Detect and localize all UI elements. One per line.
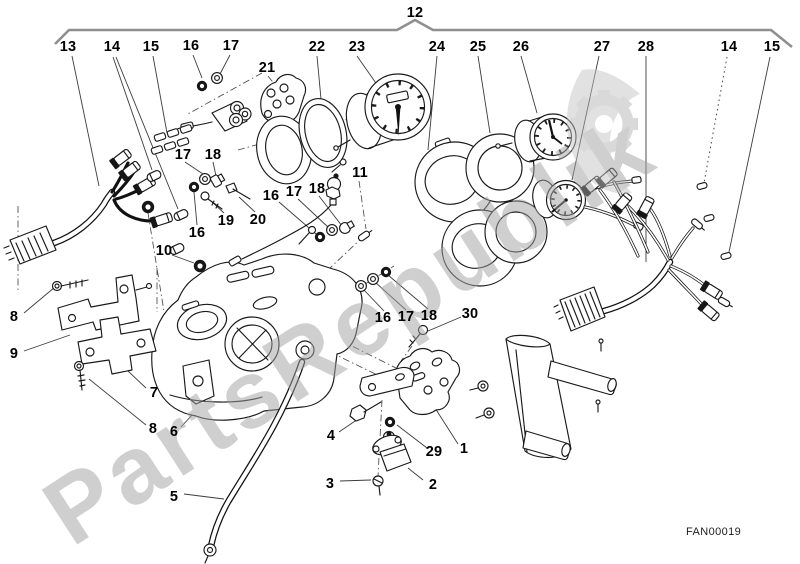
screw-3 bbox=[372, 475, 384, 496]
callout-c16b[interactable]: 16 bbox=[262, 187, 280, 204]
instrument-gasket bbox=[465, 133, 548, 264]
sensor-11 bbox=[228, 173, 342, 267]
left-wiring-harness bbox=[3, 147, 174, 265]
gauge-holder-cup bbox=[256, 115, 347, 185]
callout-c26[interactable]: 26 bbox=[512, 38, 530, 55]
callout-c21[interactable]: 21 bbox=[258, 59, 276, 76]
callout-c7[interactable]: 7 bbox=[149, 384, 159, 401]
screw-8a bbox=[51, 279, 89, 292]
callout-c18b[interactable]: 18 bbox=[204, 146, 222, 163]
callout-c15b[interactable]: 15 bbox=[763, 38, 781, 55]
callout-c16a[interactable]: 16 bbox=[182, 37, 200, 54]
callout-c23[interactable]: 23 bbox=[348, 38, 366, 55]
callout-c19[interactable]: 19 bbox=[217, 212, 235, 229]
part-code: FAN00019 bbox=[686, 526, 742, 538]
speedometer-cable bbox=[203, 358, 306, 564]
temperature-gauge bbox=[532, 176, 644, 231]
bolt-4 bbox=[349, 401, 382, 422]
callout-c11[interactable]: 11 bbox=[352, 164, 368, 181]
mount-bracket-7 bbox=[77, 316, 157, 375]
callout-c24[interactable]: 24 bbox=[428, 38, 446, 55]
left-connector bbox=[3, 225, 57, 265]
callout-c17c[interactable]: 17 bbox=[285, 183, 303, 200]
callout-c13[interactable]: 13 bbox=[59, 38, 77, 55]
tachometer-assembly bbox=[173, 73, 432, 185]
callout-c30[interactable]: 30 bbox=[461, 305, 479, 322]
callout-c20[interactable]: 20 bbox=[249, 211, 267, 228]
callout-c6[interactable]: 6 bbox=[169, 423, 179, 440]
frame-tube bbox=[469, 334, 617, 461]
screw-8b bbox=[73, 360, 86, 391]
callout-c29[interactable]: 29 bbox=[425, 443, 443, 460]
callout-c16c[interactable]: 16 bbox=[188, 224, 206, 241]
screw-19 bbox=[200, 191, 223, 210]
diagram-border bbox=[54, 18, 793, 49]
sensor-bracket-1 bbox=[359, 347, 461, 416]
callout-c15a[interactable]: 15 bbox=[142, 38, 160, 55]
callout-c8a[interactable]: 8 bbox=[9, 308, 19, 325]
callout-c10[interactable]: 10 bbox=[155, 242, 173, 259]
instrument-housing bbox=[151, 225, 363, 421]
callout-c4[interactable]: 4 bbox=[326, 427, 336, 444]
screw-30 bbox=[408, 324, 429, 348]
logo-gear-icon bbox=[570, 90, 638, 158]
bolt-20 bbox=[225, 182, 251, 200]
callout-c9[interactable]: 9 bbox=[9, 345, 19, 362]
callout-c16d[interactable]: 16 bbox=[374, 309, 392, 326]
callout-c27[interactable]: 27 bbox=[593, 38, 611, 55]
callout-c2[interactable]: 2 bbox=[428, 476, 438, 493]
fasteners bbox=[141, 72, 429, 348]
mount-bracket-9 bbox=[57, 274, 153, 331]
callout-c18c[interactable]: 18 bbox=[308, 180, 326, 197]
callout-c8b[interactable]: 8 bbox=[148, 420, 158, 437]
callout-c14a[interactable]: 14 bbox=[103, 38, 121, 55]
callout-c14b[interactable]: 14 bbox=[720, 38, 738, 55]
callout-c22[interactable]: 22 bbox=[308, 38, 326, 55]
callout-c17a[interactable]: 17 bbox=[222, 37, 240, 54]
callout-c17d[interactable]: 17 bbox=[397, 308, 415, 325]
callout-c5[interactable]: 5 bbox=[169, 488, 179, 505]
right-connector bbox=[553, 286, 606, 332]
sensor-2 bbox=[372, 430, 412, 472]
callout-c12[interactable]: 12 bbox=[406, 4, 424, 21]
callout-c18d[interactable]: 18 bbox=[420, 307, 438, 324]
callout-c1[interactable]: 1 bbox=[459, 440, 469, 457]
callout-c3[interactable]: 3 bbox=[325, 475, 335, 492]
callout-c17b[interactable]: 17 bbox=[174, 146, 192, 163]
tachometer-gauge bbox=[333, 73, 432, 151]
callout-c25[interactable]: 25 bbox=[469, 38, 487, 55]
callout-c28[interactable]: 28 bbox=[637, 38, 655, 55]
